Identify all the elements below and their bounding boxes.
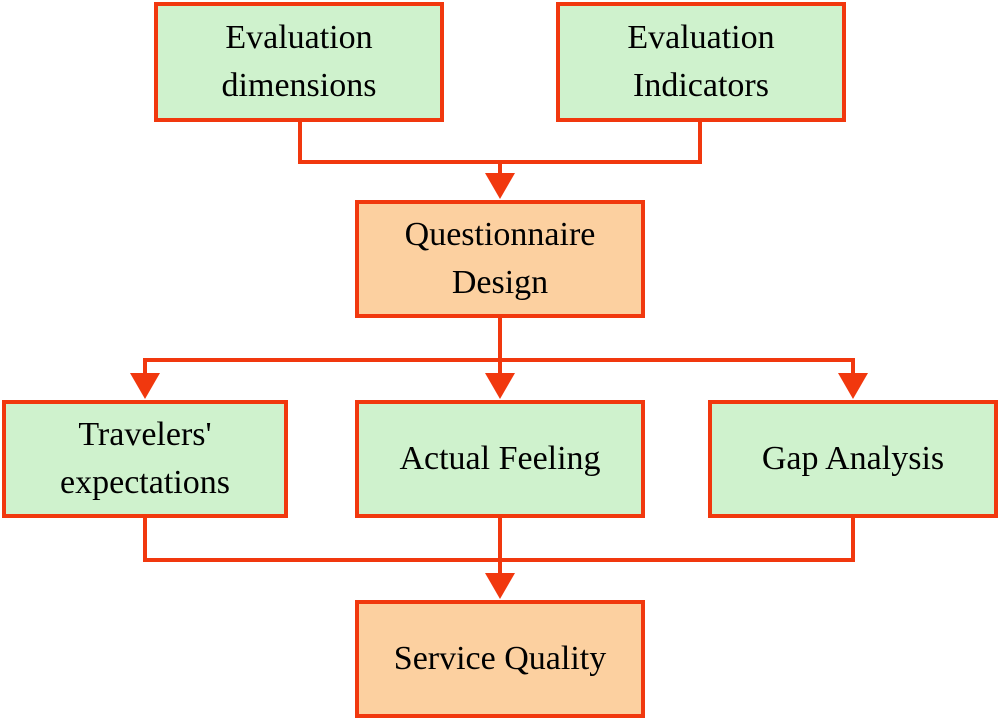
node-travelers-expectations: Travelers' expectations [2,400,288,518]
node-service-quality: Service Quality [355,600,645,718]
arrowhead-to-actual [485,373,515,399]
node-evaluation-indicators: Evaluation Indicators [556,2,846,122]
node-actual-feeling: Actual Feeling [355,400,645,518]
node-gap-analysis: Gap Analysis [708,400,998,518]
arrowhead-to-service [485,573,515,599]
node-label: Actual Feeling [399,439,601,477]
node-label: Travelers' expectations [60,415,230,501]
arrowhead-to-gap [838,373,868,399]
node-questionnaire-design: Questionnaire Design [355,200,645,318]
arrowhead-to-questionnaire [485,173,515,199]
node-label: Questionnaire Design [404,215,596,301]
node-label: Evaluation dimensions [221,18,377,104]
node-label: Gap Analysis [761,439,945,477]
node-label: Evaluation Indicators [627,18,775,104]
arrowhead-to-travelers [130,373,160,399]
edge-top-merge-line [298,122,702,164]
node-evaluation-dimensions: Evaluation dimensions [154,2,444,122]
node-label: Service Quality [393,639,607,677]
